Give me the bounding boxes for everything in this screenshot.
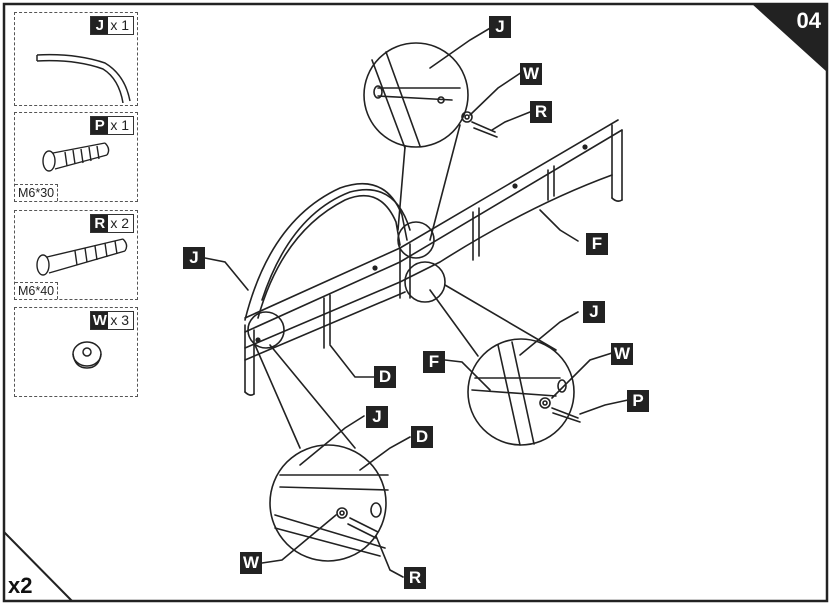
part-tag: R x 2 bbox=[90, 214, 134, 233]
part-box-r: R x 2 M6*40 bbox=[14, 210, 138, 300]
detail-marker-left bbox=[247, 311, 285, 349]
callout-top-j: J bbox=[489, 16, 511, 38]
zoom-circle-right bbox=[429, 284, 581, 446]
part-tag: P x 1 bbox=[90, 116, 134, 135]
zoom-circle-top bbox=[363, 42, 498, 241]
quantity-multiplier: x2 bbox=[8, 573, 33, 598]
detail-marker-center bbox=[397, 221, 435, 259]
part-box-w: W x 3 bbox=[14, 307, 138, 397]
step-number: 04 bbox=[796, 8, 821, 33]
part-box-p: P x 1 M6*30 bbox=[14, 112, 138, 202]
part-box-j: J x 1 bbox=[14, 12, 138, 106]
curved-rail-icon bbox=[36, 53, 131, 103]
part-letter: P bbox=[91, 117, 109, 134]
part-tag: W x 3 bbox=[90, 311, 134, 330]
callout-bottom-d: D bbox=[411, 426, 433, 448]
part-spec: M6*30 bbox=[15, 184, 59, 201]
callout-top-r: R bbox=[530, 101, 552, 123]
callout-top-w: W bbox=[520, 63, 542, 85]
callout-bottom-r: R bbox=[404, 567, 426, 589]
short-bolt-icon bbox=[42, 142, 110, 172]
part-qty: x 1 bbox=[110, 17, 129, 33]
curved-rail-j bbox=[244, 182, 411, 321]
multiplier-corner bbox=[3, 531, 73, 602]
part-qty: x 2 bbox=[110, 215, 129, 231]
callout-main-d: D bbox=[374, 366, 396, 388]
part-spec: M6*40 bbox=[15, 282, 59, 299]
callout-right-w: W bbox=[611, 343, 633, 365]
part-qty: x 3 bbox=[110, 312, 129, 328]
detail-marker-right bbox=[404, 261, 446, 303]
callout-bottom-j: J bbox=[366, 406, 388, 428]
callout-main-f: F bbox=[586, 233, 608, 255]
callout-right-f: F bbox=[423, 351, 445, 373]
leader-lines bbox=[204, 26, 629, 578]
callout-right-j: J bbox=[583, 301, 605, 323]
callout-bottom-w: W bbox=[240, 552, 262, 574]
part-qty: x 1 bbox=[110, 117, 129, 133]
part-letter: R bbox=[91, 215, 109, 232]
part-tag: J x 1 bbox=[90, 16, 134, 35]
long-bolt-icon bbox=[36, 238, 128, 276]
callout-right-p: P bbox=[627, 390, 649, 412]
washer-icon bbox=[72, 341, 102, 369]
part-letter: W bbox=[91, 312, 109, 329]
callout-main-j: J bbox=[183, 247, 205, 269]
part-letter: J bbox=[91, 17, 109, 34]
step-corner bbox=[752, 4, 827, 72]
